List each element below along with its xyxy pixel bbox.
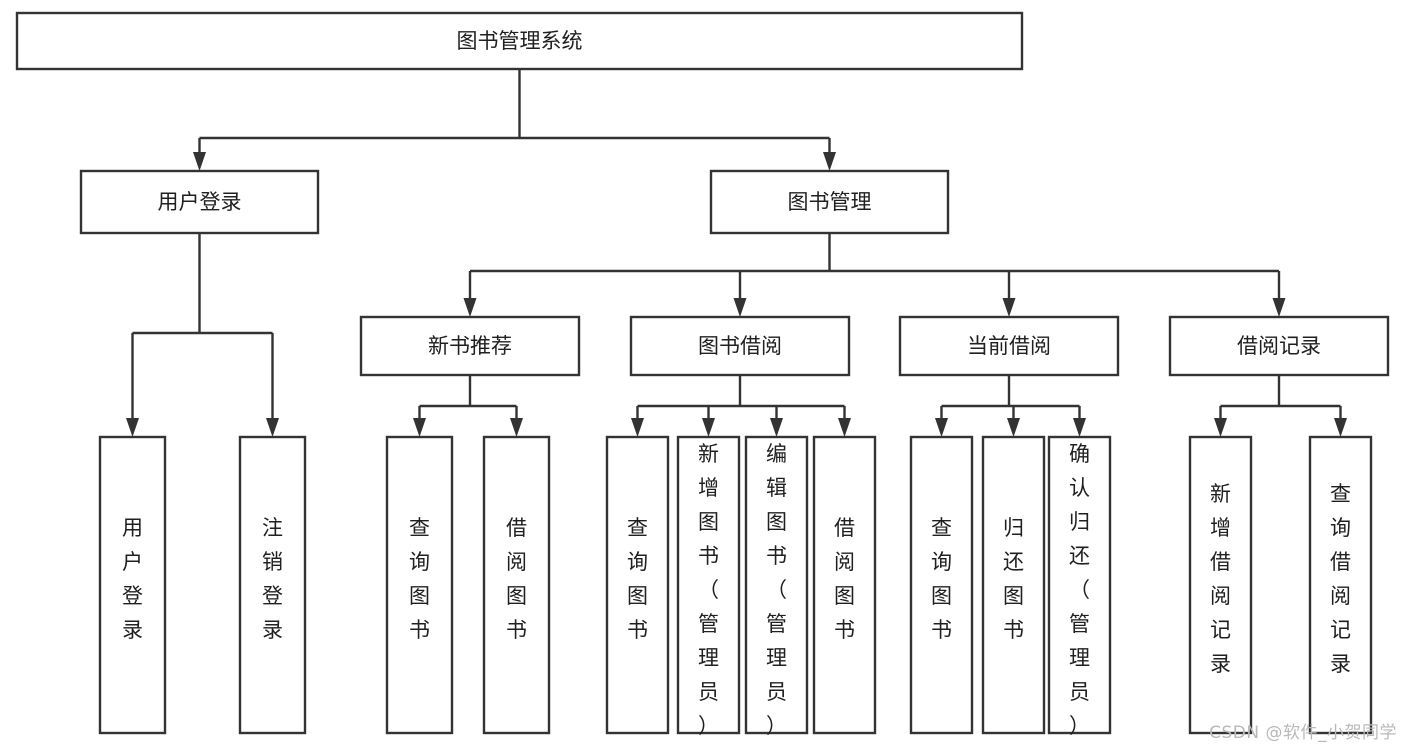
- connector-arrowhead: [935, 418, 948, 437]
- csdn-watermark: CSDN @软件_小贺同学: [1209, 723, 1397, 743]
- node-label: 用户登录: [158, 190, 242, 214]
- node-box: [981, 435, 1046, 735]
- connector-layer: [126, 69, 1347, 437]
- node-box: [1188, 435, 1253, 735]
- connector-arrowhead: [1007, 418, 1020, 437]
- connector-arrowhead: [823, 152, 836, 171]
- connector-arrowhead: [1272, 298, 1286, 317]
- node-box: [909, 435, 974, 735]
- node-label: 确认归还（管理员）: [1069, 442, 1090, 738]
- node-box: [1047, 435, 1112, 735]
- node-leaf-query-book-1[interactable]: 查询图书: [385, 435, 454, 735]
- node-leaf-return-book[interactable]: 归还图书: [981, 435, 1046, 735]
- node-leaf-query-record[interactable]: 查询借阅记录: [1308, 435, 1373, 735]
- node-box: [629, 315, 851, 377]
- node-label: 新增借阅记录: [1210, 482, 1231, 676]
- node-label: 注销登录: [262, 516, 283, 642]
- connector-arrowhead: [463, 298, 477, 317]
- connector-arrowhead: [510, 418, 523, 437]
- connector-arrowhead: [1073, 418, 1086, 437]
- node-leaf-add-book[interactable]: 新增图书（管理员）: [676, 435, 741, 738]
- node-leaf-edit-book[interactable]: 编辑图书（管理员）: [744, 435, 809, 738]
- node-new-book-recommend[interactable]: 新书推荐: [359, 315, 581, 377]
- node-label: 当前借阅: [967, 334, 1051, 358]
- node-label: 查询借阅记录: [1330, 482, 1351, 676]
- node-leaf-add-record[interactable]: 新增借阅记录: [1188, 435, 1253, 735]
- node-box: [79, 169, 320, 235]
- node-leaf-borrow-book-2[interactable]: 借阅图书: [812, 435, 877, 735]
- node-box: [98, 435, 167, 735]
- node-leaf-user-login[interactable]: 用户登录: [98, 435, 167, 735]
- node-label: 借阅记录: [1237, 334, 1321, 358]
- node-box: [238, 435, 307, 735]
- node-label: 查询图书: [931, 516, 952, 642]
- node-label: 图书借阅: [698, 334, 782, 358]
- node-current-borrow[interactable]: 当前借阅: [898, 315, 1120, 377]
- node-label: 新增图书（管理员）: [698, 442, 719, 738]
- node-leaf-query-book-3[interactable]: 查询图书: [909, 435, 974, 735]
- node-label: 编辑图书（管理员）: [766, 442, 787, 738]
- node-box: [812, 435, 877, 735]
- connector-arrowhead: [266, 418, 279, 437]
- node-box: [15, 11, 1024, 71]
- node-leaf-query-book-2[interactable]: 查询图书: [605, 435, 670, 735]
- node-box: [385, 435, 454, 735]
- node-label: 借阅图书: [834, 516, 855, 642]
- connector-arrowhead: [631, 418, 644, 437]
- node-book-borrow[interactable]: 图书借阅: [629, 315, 851, 377]
- node-label: 用户登录: [122, 516, 143, 642]
- node-box: [709, 169, 950, 235]
- node-label: 查询图书: [409, 516, 430, 642]
- node-box: [482, 435, 551, 735]
- node-label: 归还图书: [1003, 516, 1024, 642]
- connector-arrowhead: [733, 298, 747, 317]
- node-label: 借阅图书: [506, 516, 527, 642]
- node-label: 图书管理: [788, 190, 872, 214]
- node-leaf-logout[interactable]: 注销登录: [238, 435, 307, 735]
- node-box: [676, 435, 741, 735]
- connector-arrowhead: [770, 418, 783, 437]
- node-box: [898, 315, 1120, 377]
- connector-arrowhead: [702, 418, 715, 437]
- node-box: [1168, 315, 1390, 377]
- node-root[interactable]: 图书管理系统: [15, 11, 1024, 71]
- connector-arrowhead: [1334, 418, 1347, 437]
- node-box: [605, 435, 670, 735]
- node-label: 新书推荐: [428, 334, 512, 358]
- node-borrow-record[interactable]: 借阅记录: [1168, 315, 1390, 377]
- node-leaf-confirm-return[interactable]: 确认归还（管理员）: [1047, 435, 1112, 738]
- connector-arrowhead: [413, 418, 426, 437]
- node-box: [1308, 435, 1373, 735]
- node-book-manage[interactable]: 图书管理: [709, 169, 950, 235]
- node-label: 图书管理系统: [457, 29, 583, 53]
- node-layer: 图书管理系统用户登录图书管理新书推荐图书借阅当前借阅借阅记录用户登录注销登录查询…: [15, 11, 1390, 738]
- connector-arrowhead: [193, 152, 206, 171]
- node-box: [359, 315, 581, 377]
- node-label: 查询图书: [627, 516, 648, 642]
- connector-arrowhead: [1002, 298, 1016, 317]
- node-leaf-borrow-book-1[interactable]: 借阅图书: [482, 435, 551, 735]
- connector-arrowhead: [838, 418, 851, 437]
- node-user-login[interactable]: 用户登录: [79, 169, 320, 235]
- connector-arrowhead: [1214, 418, 1227, 437]
- connector-arrowhead: [126, 418, 139, 437]
- node-box: [744, 435, 809, 735]
